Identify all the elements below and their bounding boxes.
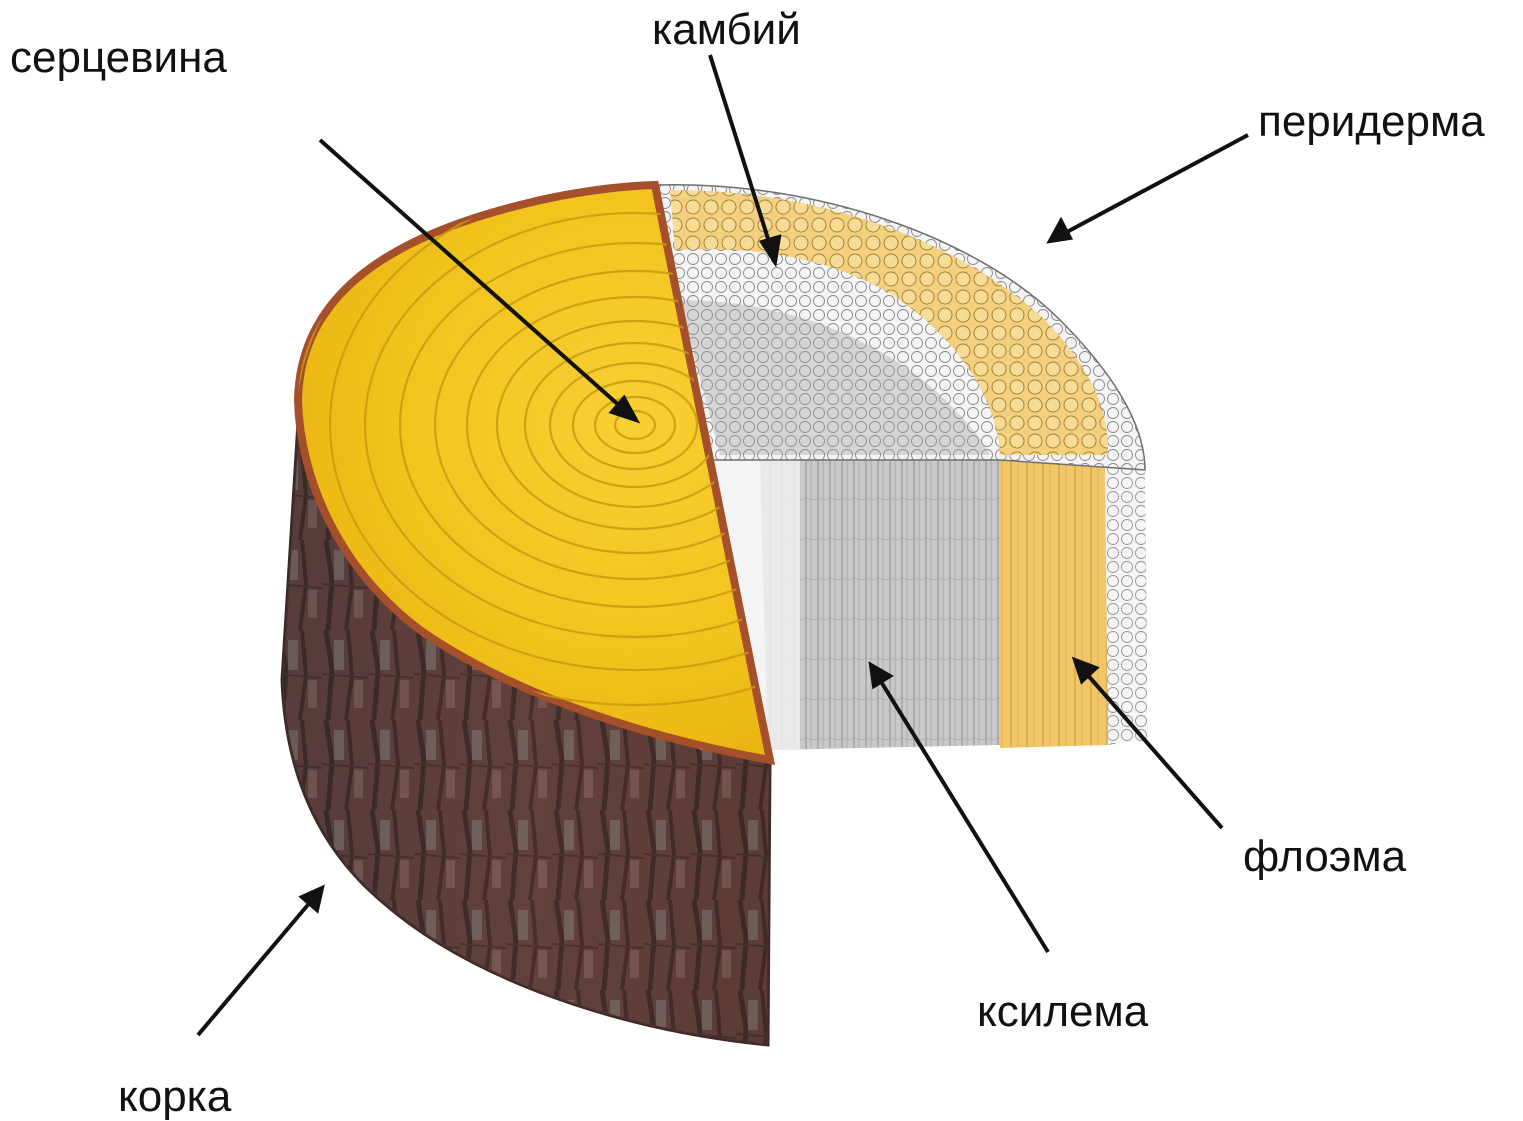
label-pith: серцевина	[10, 36, 227, 80]
arrow-phloem	[1085, 672, 1222, 828]
phloem-cut-face	[1000, 460, 1108, 748]
arrow-bark	[198, 900, 312, 1035]
label-phloem: флоэма	[1243, 835, 1406, 879]
label-bark: корка	[118, 1075, 231, 1119]
label-cambium: камбий	[652, 8, 801, 52]
label-xylem: ксилема	[977, 990, 1148, 1034]
arrow-periderm	[1065, 135, 1248, 233]
label-periderm: перидерма	[1258, 100, 1485, 144]
